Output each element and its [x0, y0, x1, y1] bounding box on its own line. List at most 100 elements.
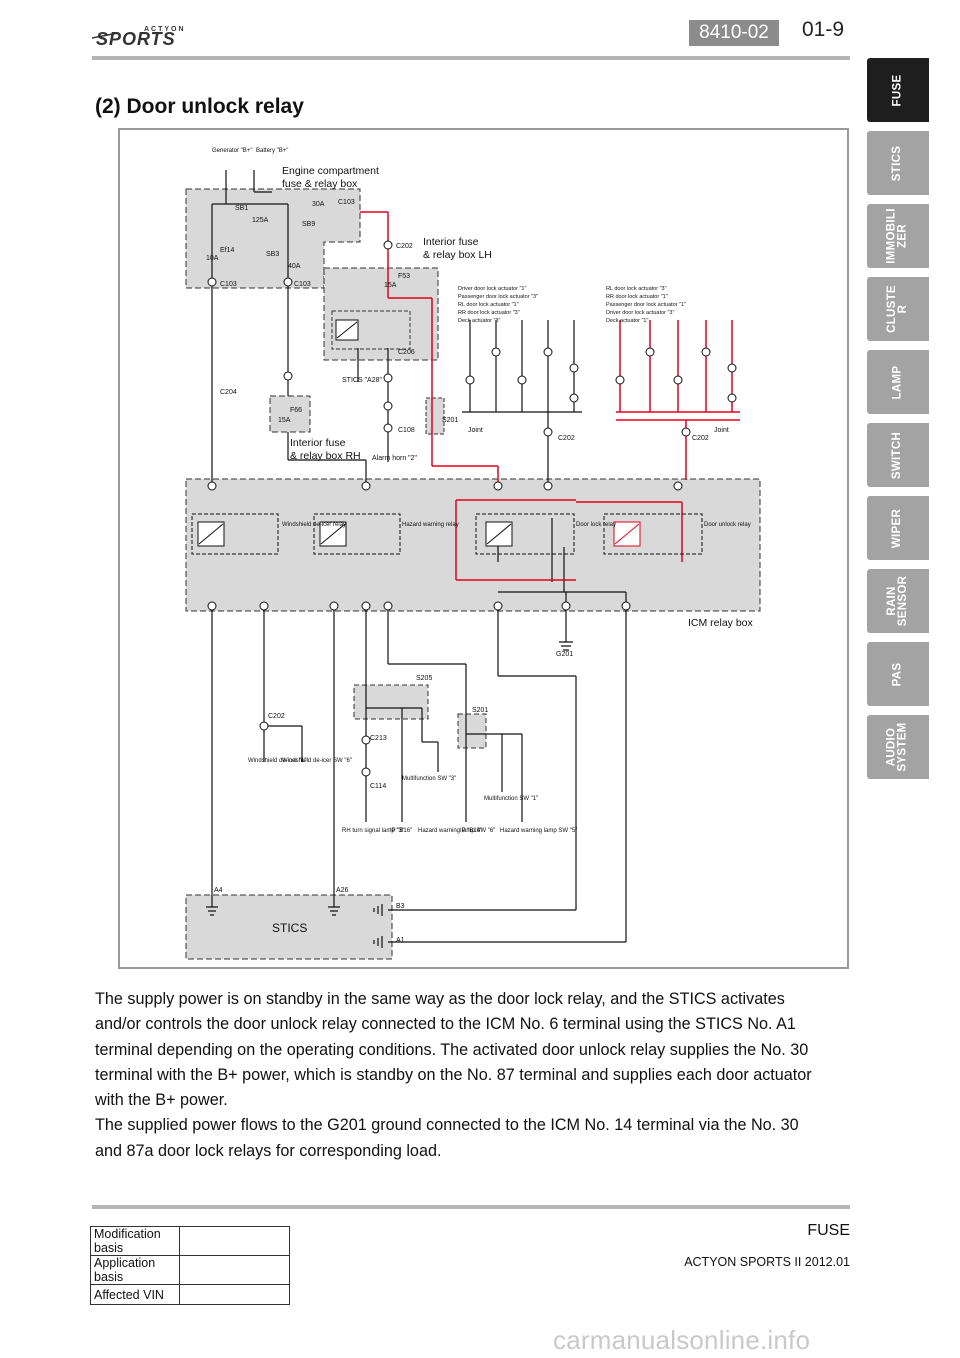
- tab-switch[interactable]: SWITCH: [867, 423, 929, 487]
- section-code-badge: 8410-02: [689, 20, 779, 46]
- table-value: [179, 1226, 290, 1256]
- s201-splice-upper: [425, 397, 445, 435]
- interior-fuse-box-lh: [323, 267, 439, 361]
- a4-label: A4: [214, 887, 223, 894]
- c202-label-d: C202: [268, 713, 285, 720]
- interior-rh-label-2: & relay box RH: [290, 450, 361, 462]
- stics-box-label: STICS: [272, 921, 307, 935]
- c213-label: C213: [370, 735, 387, 742]
- paragraph-2: The supplied power flows to the G201 gro…: [95, 1116, 799, 1160]
- f53-label: F53: [398, 273, 410, 280]
- interior-lh-label: Interior fuse: [423, 236, 479, 248]
- alarm-horn-label: Alarm horn "2": [372, 455, 418, 462]
- joint-label-right: Joint: [714, 427, 729, 434]
- interior-rh-label: Interior fuse: [290, 437, 346, 449]
- sb9-amp-label: 30A: [312, 201, 325, 208]
- revision-table: Modification basis Application basis Aff…: [90, 1226, 290, 1305]
- actuator-left-3: RL door lock actuator "1": [458, 302, 519, 308]
- table-key: Modification basis: [90, 1226, 180, 1256]
- c108-label: C108: [398, 427, 415, 434]
- rh-turn-label: RH turn signal lamp "3": [342, 828, 404, 834]
- a1-label: A1: [396, 937, 405, 944]
- c204-label: C204: [220, 389, 237, 396]
- interior-fuse-box-rh: [269, 395, 311, 433]
- b3-label: B3: [396, 903, 405, 910]
- generator-label: Generator "B+": [212, 148, 252, 154]
- door-lock-relay-label: Door lock relay: [576, 522, 616, 528]
- tab-lamp[interactable]: LAMP: [867, 350, 929, 414]
- c103-label-a: C103: [338, 199, 355, 206]
- c103-label-b: C103: [220, 281, 237, 288]
- footer-section: FUSE: [807, 1222, 850, 1239]
- table-key: Application basis: [90, 1255, 180, 1285]
- table-key: Affected VIN: [90, 1284, 180, 1305]
- wiring-diagram-svg: Generator "B+" Battery "B+" Engine compa…: [185, 148, 761, 960]
- tab-rain-sensor[interactable]: RAIN SENSOR: [867, 569, 929, 633]
- c103-label-c: C103: [294, 281, 311, 288]
- interior-lh-label-2: & relay box LH: [423, 249, 492, 261]
- actyon-sports-logo: ACTYON SPORTS: [91, 22, 204, 49]
- footer-rule: [92, 1205, 850, 1209]
- f53-amp-label: 15A: [384, 282, 397, 289]
- table-value: [179, 1284, 290, 1305]
- page-title: (2) Door unlock relay: [95, 95, 304, 118]
- page-number: 01-9: [802, 18, 845, 41]
- actuator-left-4: RR door lock actuator "3": [458, 310, 520, 316]
- ef14-label: Ef14: [220, 247, 235, 254]
- s205-splice: [353, 684, 429, 720]
- ip-b16-label: IP "B16": [390, 828, 412, 834]
- f66-amp-label: 15A: [278, 417, 291, 424]
- tab-audio-system[interactable]: AUDIO SYSTEM: [867, 715, 929, 779]
- sb1-amp-label: 125A: [252, 217, 269, 224]
- c206-label: C206: [398, 349, 415, 356]
- s201-label-upper: S201: [442, 417, 458, 424]
- svg-text:ACTYON: ACTYON: [144, 26, 186, 33]
- sb3-amp-label: 40A: [288, 263, 301, 270]
- c202-label-b: C202: [558, 435, 575, 442]
- c114-label: C114: [370, 783, 386, 790]
- c202-label-c: C202: [692, 435, 709, 442]
- stics-box: [185, 894, 393, 960]
- stics-a28-label: STICS "A28": [342, 377, 382, 384]
- tab-pas[interactable]: PAS: [867, 642, 929, 706]
- actuator-left-1: Driver door lock actuator "1": [458, 286, 526, 292]
- wiring-diagram: Generator "B+" Battery "B+" Engine compa…: [118, 128, 849, 969]
- actuator-left-2: Passenger door lock actuator "3": [458, 294, 538, 300]
- multifunction-sw3-label: Multifunction SW "3": [402, 776, 456, 782]
- windshield-relay-label: Windshield de-icer relay: [282, 522, 346, 528]
- paragraph-1: The supply power is on standby in the sa…: [95, 990, 812, 1110]
- footer-model: ACTYON SPORTS II 2012.01: [684, 1255, 850, 1269]
- watermark: carmanualsonline.info: [553, 1325, 811, 1355]
- actuator-right-5: Deck actuator "1": [606, 318, 648, 324]
- s201-splice-lower: [457, 713, 487, 749]
- tab-cluster[interactable]: CLUSTE R: [867, 277, 929, 341]
- table-row: Modification basis: [90, 1226, 290, 1256]
- ip-b14-label: IP "B14": [460, 828, 482, 834]
- tab-immobilizer[interactable]: IMMOBILI ZER: [867, 204, 929, 268]
- hazard-relay-label: Hazard warning relay: [402, 522, 459, 528]
- actuator-right-1: RL door lock actuator "3": [606, 286, 667, 292]
- g201-label: G201: [556, 651, 573, 658]
- table-row: Affected VIN: [90, 1284, 290, 1305]
- joint-label-left: Joint: [468, 427, 483, 434]
- tab-wiper[interactable]: WIPER: [867, 496, 929, 560]
- s201-label-lower: S201: [472, 707, 488, 714]
- s205-label: S205: [416, 675, 432, 682]
- actuator-right-3: Passenger door lock actuator "1": [606, 302, 686, 308]
- f66-label: F66: [290, 407, 302, 414]
- multifunction-sw1-label: Multifunction SW "1": [484, 796, 538, 802]
- c202-label-a: C202: [396, 243, 413, 250]
- engine-box-label: Engine compartment: [282, 165, 379, 177]
- sb3-label: SB3: [266, 251, 279, 258]
- tab-stics[interactable]: STICS: [867, 131, 929, 195]
- hazard-sw6-label: Hazard warning lamp SW "6": [418, 828, 495, 834]
- icm-relay-box: [185, 478, 761, 612]
- hazard-sw5-label: Hazard warning lamp SW "5": [500, 828, 577, 834]
- door-unlock-relay-label: Door unlock relay: [704, 522, 751, 528]
- sb1-label: SB1: [235, 205, 248, 212]
- table-row: Application basis: [90, 1255, 290, 1285]
- alarm-relay-inner: [331, 310, 411, 350]
- battery-label: Battery "B+": [256, 148, 288, 154]
- tab-fuse[interactable]: FUSE: [867, 58, 929, 122]
- windshield-sw-label: Windshield de-icer SW "6": [282, 758, 352, 764]
